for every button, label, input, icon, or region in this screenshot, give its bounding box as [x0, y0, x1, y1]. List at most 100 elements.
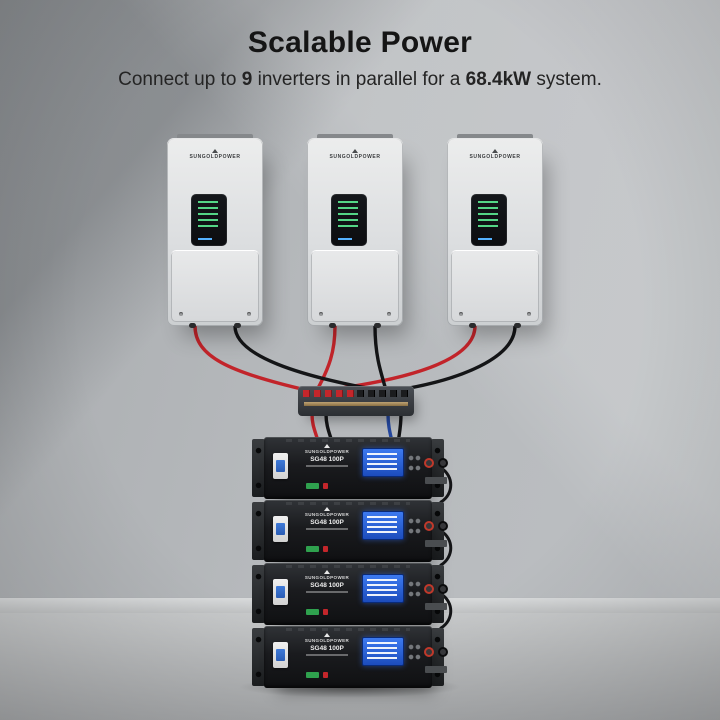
- screw: [319, 312, 323, 316]
- inverter-display-text-lines: [198, 201, 218, 229]
- battery-brand-text: SUNGOLDPOWER: [304, 512, 350, 517]
- battery-brand-text: SUNGOLDPOWER: [304, 449, 350, 454]
- green-label: [306, 609, 319, 615]
- cable-gland-right: [514, 323, 521, 328]
- screw: [179, 312, 183, 316]
- screw: [459, 312, 463, 316]
- lcd-text-lines: [367, 642, 397, 661]
- negative-terminal: [438, 458, 448, 468]
- battery-module-1: SUNGOLDPOWER SG48 100P: [252, 437, 448, 499]
- battery-breaker: [273, 579, 288, 605]
- mountain-logo-icon: [324, 507, 330, 511]
- battery-lcd-display: [362, 637, 404, 666]
- vent-slots: [286, 502, 410, 505]
- mountain-logo-icon: [492, 149, 498, 153]
- inverter-display-text-lines: [478, 201, 498, 229]
- battery-front-panel: SUNGOLDPOWER SG48 100P: [264, 563, 448, 625]
- lcd-text-lines: [367, 579, 397, 598]
- inverter-wiring-box: [451, 250, 539, 322]
- battery-breaker: [273, 642, 288, 668]
- battery-buttons: [407, 516, 422, 536]
- inverter-3: SUNGOLDPOWER: [447, 134, 543, 328]
- inverter-body: SUNGOLDPOWER: [447, 138, 543, 328]
- battery-switch: [425, 540, 447, 547]
- subtitle-power-rating: 68.4kW: [465, 69, 532, 90]
- subtitle-inverter-count: 9: [241, 69, 253, 90]
- battery-model-label: SG48 100P: [310, 582, 344, 589]
- battery-module-2: SUNGOLDPOWER SG48 100P: [252, 500, 448, 562]
- page-title: Scalable Power: [247, 26, 473, 59]
- screw: [387, 312, 391, 316]
- battery-brand-text: SUNGOLDPOWER: [304, 638, 350, 643]
- green-label: [306, 546, 319, 552]
- positive-terminal: [424, 458, 434, 468]
- battery-brand-logo: SUNGOLDPOWER SG48 100P: [296, 507, 358, 530]
- inverter-brand-text: SUNGOLDPOWER: [329, 154, 381, 160]
- battery-buttons: [407, 453, 422, 473]
- header: Scalable Power Connect up to 9 inverters…: [0, 26, 720, 91]
- mountain-logo-icon: [324, 633, 330, 637]
- red-label: [323, 672, 328, 678]
- inverter-display: [331, 194, 367, 246]
- red-label: [323, 609, 328, 615]
- battery-switch: [425, 477, 447, 484]
- battery-spec-line: [306, 591, 348, 593]
- battery-module-4: SUNGOLDPOWER SG48 100P: [252, 626, 448, 688]
- inverter-display-status-line: [478, 238, 492, 240]
- battery-module-3: SUNGOLDPOWER SG48 100P: [252, 563, 448, 625]
- inverter-brand-logo: SUNGOLDPOWER: [307, 149, 403, 160]
- subtitle-pre: Connect up to: [118, 69, 242, 90]
- positive-terminal: [424, 647, 434, 657]
- subtitle-post: system.: [531, 69, 602, 90]
- inverter-body: SUNGOLDPOWER: [167, 138, 263, 328]
- inverter-display: [191, 194, 227, 246]
- inverter-body: SUNGOLDPOWER: [307, 138, 403, 328]
- negative-terminal: [438, 647, 448, 657]
- battery-brand-logo: SUNGOLDPOWER SG48 100P: [296, 444, 358, 467]
- battery-front-panel: SUNGOLDPOWER SG48 100P: [264, 437, 448, 499]
- battery-model-label: SG48 100P: [310, 645, 344, 652]
- cable-gland-right: [234, 323, 241, 328]
- green-label: [306, 483, 319, 489]
- vent-slots: [286, 628, 410, 631]
- inverter-brand-text: SUNGOLDPOWER: [189, 154, 241, 160]
- red-label: [323, 483, 328, 489]
- battery-spec-line: [306, 528, 348, 530]
- inverter-wiring-box: [171, 250, 259, 322]
- lcd-text-lines: [367, 516, 397, 535]
- mountain-logo-icon: [324, 570, 330, 574]
- inverter-brand-logo: SUNGOLDPOWER: [167, 149, 263, 160]
- green-label: [306, 672, 319, 678]
- mountain-logo-icon: [352, 149, 358, 153]
- screw: [527, 312, 531, 316]
- cable-gland-left: [189, 323, 196, 328]
- battery-lcd-display: [362, 448, 404, 477]
- battery-lcd-display: [362, 574, 404, 603]
- breaker-toggle: [276, 523, 285, 535]
- rack-ear-left: [252, 628, 265, 686]
- inverter-display-text-lines: [338, 201, 358, 229]
- subtitle-mid: inverters in parallel for a: [252, 69, 466, 90]
- mountain-logo-icon: [212, 149, 218, 153]
- inverter-display-status-line: [338, 238, 352, 240]
- cable-gland-left: [469, 323, 476, 328]
- inverter-brand-logo: SUNGOLDPOWER: [447, 149, 543, 160]
- battery-breaker: [273, 453, 288, 479]
- battery-switch: [425, 603, 447, 610]
- rack-ear-right: [431, 565, 444, 623]
- breaker-toggle: [276, 460, 285, 472]
- vent-slots: [286, 565, 410, 568]
- battery-brand-text: SUNGOLDPOWER: [304, 575, 350, 580]
- battery-buttons: [407, 579, 422, 599]
- red-label: [323, 546, 328, 552]
- vent-slots: [286, 439, 410, 442]
- busbar-copper-strip: [304, 402, 408, 406]
- inverter-2: SUNGOLDPOWER: [307, 134, 403, 328]
- battery-front-panel: SUNGOLDPOWER SG48 100P: [264, 626, 448, 688]
- rack-ear-right: [431, 628, 444, 686]
- busbar-combiner-box: [298, 386, 414, 416]
- inverter-brand-text: SUNGOLDPOWER: [469, 154, 521, 160]
- battery-switch: [425, 666, 447, 673]
- battery-brand-logo: SUNGOLDPOWER SG48 100P: [296, 570, 358, 593]
- negative-terminal: [438, 584, 448, 594]
